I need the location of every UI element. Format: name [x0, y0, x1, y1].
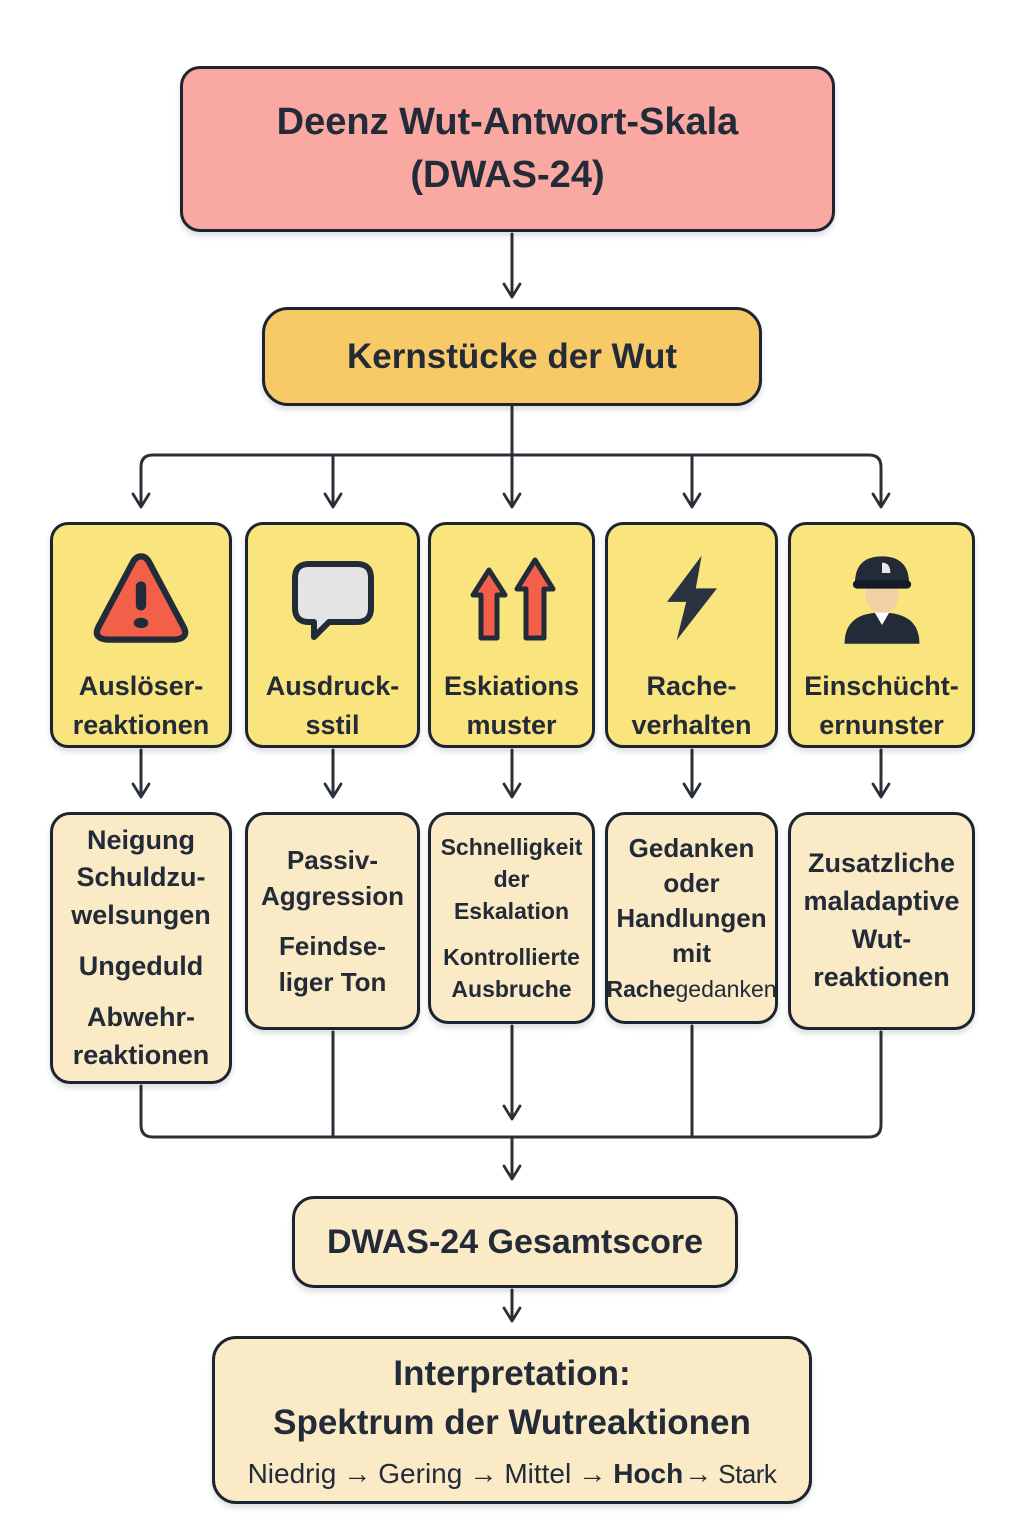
level-gering: Gering	[378, 1457, 463, 1489]
arrow-glyph: →	[343, 1457, 372, 1489]
detail-item: Schnelligkeit der Eskalation	[440, 834, 583, 925]
category-label: Rache- verhalten	[625, 667, 757, 745]
level-hoch: Hoch	[613, 1457, 684, 1489]
police-officer-icon	[830, 543, 934, 653]
detail-node-einschuechterung: Zusatzliche maladaptive Wut-reaktionen	[788, 812, 975, 1030]
category-node-einschuechterung: Einschücht- ernunster	[788, 522, 975, 748]
arrow-glyph: →	[684, 1457, 713, 1489]
detail-node-ausdruck: Passiv-Aggression Feindse-liger Ton	[245, 812, 420, 1030]
category-label: Ausdruck- sstil	[260, 667, 406, 745]
level-mittel: Mittel	[504, 1457, 572, 1489]
category-label-line2: verhalten	[631, 709, 752, 740]
merge-details-to-score	[139, 1024, 883, 1181]
category-label: Einschücht- ernunster	[798, 667, 965, 745]
title-line2: (DWAS-24)	[410, 154, 605, 196]
category-label-line1: Auslöser-	[78, 670, 204, 701]
category-label-line1: Rache-	[646, 670, 737, 701]
category-label-line1: Eskiations	[443, 670, 580, 701]
category-label: Eskiations muster	[438, 667, 585, 745]
highlight-suffix: gedanken	[675, 975, 777, 1002]
title-node: Deenz Wut-Antwort-Skala (DWAS-24)	[180, 66, 835, 232]
category-label: Auslöser- reaktionen	[67, 667, 216, 745]
arrow-glyph: →	[578, 1457, 607, 1489]
core-label: Kernstücke der Wut	[347, 336, 677, 376]
detail-item: Zusatzliche maladaptive Wut-reaktionen	[803, 848, 960, 992]
detail-item: Feindse-liger Ton	[278, 930, 387, 997]
branch-core-to-categories	[131, 404, 891, 509]
level-stark: Stark	[718, 1458, 777, 1489]
detail-node-eskalation: Schnelligkeit der Eskalation Kontrollier…	[428, 812, 595, 1024]
speech-bubble-icon	[283, 543, 383, 653]
warning-triangle-icon	[87, 543, 195, 653]
detail-item: Gedanken oder Handlungen mit	[616, 833, 767, 969]
level-niedrig: Niedrig	[247, 1457, 337, 1489]
category-label-line1: Einschücht-	[804, 670, 959, 701]
category-label-line1: Ausdruck-	[265, 670, 400, 701]
core-node: Kernstücke der Wut	[262, 307, 762, 406]
score-label: DWAS-24 Gesamtscore	[326, 1222, 704, 1261]
detail-item: Passiv-Aggression	[260, 844, 405, 912]
score-node: DWAS-24 Gesamtscore	[292, 1196, 738, 1288]
interpretation-heading-line1: Interpretation:	[393, 1353, 631, 1393]
interpretation-levels: Niedrig→Gering→Mittel→Hoch→Stark	[248, 1458, 777, 1490]
double-up-arrows-icon	[457, 543, 567, 653]
highlight-word: Rache	[606, 975, 676, 1002]
arrows-categories-to-details	[131, 748, 891, 799]
interpretation-heading-line2: Spektrum der Wutreaktionen	[273, 1403, 751, 1442]
category-node-ausdruck: Ausdruck- sstil	[245, 522, 420, 748]
interpretation-node: Interpretation: Spektrum der Wutreaktion…	[212, 1336, 812, 1504]
lightning-bolt-icon	[644, 543, 740, 653]
category-label-line2: reaktionen	[72, 709, 210, 740]
category-node-ausloeser: Auslöser- reaktionen	[50, 522, 232, 748]
title-line1: Deenz Wut-Antwort-Skala	[276, 100, 739, 143]
detail-item: Ungeduld	[78, 951, 204, 981]
detail-node-rache: Gedanken oder Handlungen mit Rachegedank…	[605, 812, 778, 1024]
category-node-rache: Rache- verhalten	[605, 522, 778, 748]
detail-item-highlight: Rachegedanken	[606, 974, 776, 1005]
detail-item: Neigung Schuldzu-welsungen	[71, 824, 211, 931]
category-label-line2: ernunster	[819, 709, 944, 740]
category-label-line2: sstil	[305, 709, 360, 740]
detail-item: Kontrollierte Ausbruche	[443, 943, 580, 1002]
detail-item: Abwehr-reaktionen	[72, 1001, 210, 1070]
category-label-line2: muster	[466, 709, 557, 740]
category-node-eskalation: Eskiations muster	[428, 522, 595, 748]
arrow-glyph: →	[469, 1457, 498, 1489]
detail-node-ausloeser: Neigung Schuldzu-welsungen Ungeduld Abwe…	[50, 812, 232, 1084]
